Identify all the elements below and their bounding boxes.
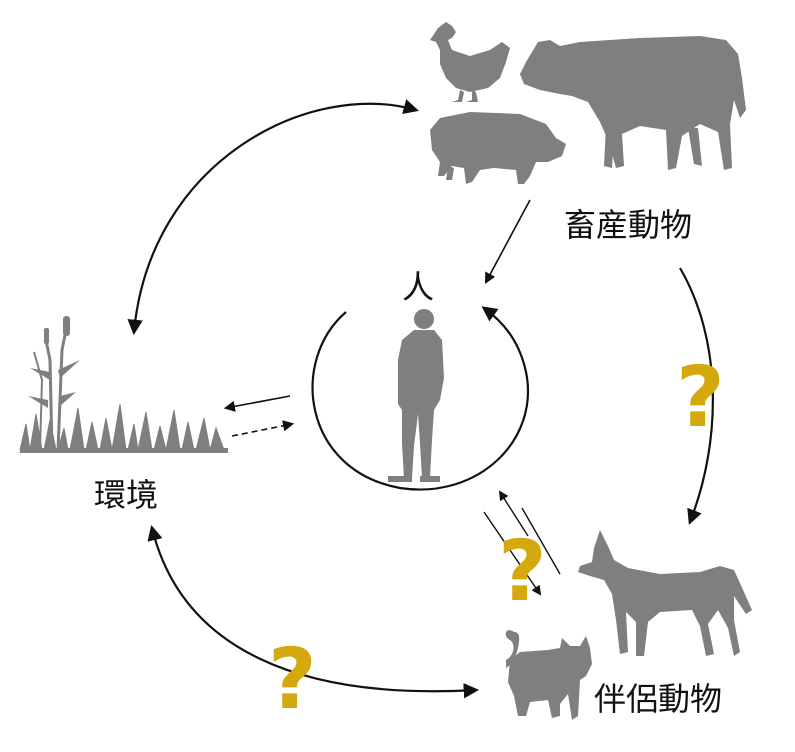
environment-to-human-dashed-arrow bbox=[232, 424, 292, 436]
companion-animal-label: 伴侶動物 bbox=[594, 680, 722, 718]
environment-label: 環境 bbox=[94, 476, 158, 514]
dog-icon bbox=[578, 530, 752, 656]
human-to-environment-arrow bbox=[226, 396, 290, 408]
question-mark-human-companion: ? bbox=[498, 522, 547, 620]
livestock-to-human-arrow bbox=[486, 200, 530, 282]
chicken-icon bbox=[430, 22, 510, 102]
livestock-environment-arrow bbox=[134, 104, 416, 332]
cat-icon bbox=[506, 630, 592, 720]
human-icon bbox=[388, 309, 444, 482]
grass-icon bbox=[20, 316, 228, 453]
pig-icon bbox=[430, 112, 566, 184]
livestock-label: 畜産動物 bbox=[564, 206, 692, 244]
human-label: 人 bbox=[402, 268, 434, 306]
question-mark-environment-companion: ? bbox=[268, 630, 317, 728]
question-mark-livestock-companion: ? bbox=[676, 348, 725, 446]
